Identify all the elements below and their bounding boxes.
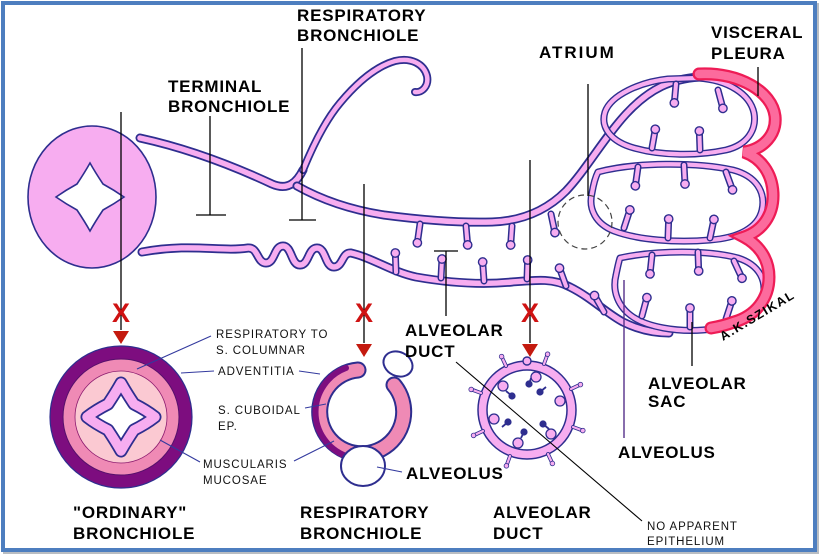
x-arrow-3: X <box>521 160 539 357</box>
adventitia-leader-right <box>298 370 321 375</box>
folded-epithelium-band <box>82 378 160 456</box>
label-atrium: ATRIUM <box>539 43 616 62</box>
svg-text:S. COLUMNAR: S. COLUMNAR <box>216 345 306 357</box>
alveolus-mid-leader <box>376 466 403 473</box>
svg-text:BRONCHIOLE: BRONCHIOLE <box>168 97 290 116</box>
label-s-cuboidal-ep: S. CUBOIDAL <box>218 405 301 417</box>
svg-text:EPITHELIUM: EPITHELIUM <box>647 536 725 548</box>
adventitia-leader-left <box>180 370 215 374</box>
pointer-lines <box>196 48 759 438</box>
terminal-bronchiole-pointer <box>196 116 226 216</box>
muscularis-leader-right <box>293 440 335 462</box>
cuboidal-ep-leader <box>304 403 327 409</box>
label-respiratory-bronchiole-top: RESPIRATORY <box>297 6 426 25</box>
bronchiole-lumen-star <box>54 161 126 233</box>
upper-wall <box>135 55 704 250</box>
svg-text:DUCT: DUCT <box>493 524 543 543</box>
label-muscularis-mucosae: MUSCULARIS <box>203 459 287 471</box>
duct-opening-nub <box>522 356 532 366</box>
muscularis-leader-left <box>159 439 201 463</box>
label-alveolar-sac: ALVEOLAR <box>648 374 747 393</box>
alveolus-outpocket <box>340 445 386 487</box>
label-adventitia: ADVENTITIA <box>218 366 295 378</box>
lower-wall <box>137 241 674 338</box>
septal-tip-curls <box>488 371 566 449</box>
terminal-bronchiole-head <box>27 125 157 269</box>
svg-text:EP.: EP. <box>218 421 238 433</box>
svg-text:DUCT: DUCT <box>405 342 455 361</box>
x-arrows: X X X <box>112 112 539 357</box>
label-terminal-bronchiole: TERMINAL <box>168 77 262 96</box>
x-marker: X <box>521 298 539 328</box>
cross-section-respiratory-bronchiole <box>311 350 414 487</box>
label-visceral-pleura: VISCERAL <box>711 23 803 42</box>
cross-section-ordinary-bronchiole <box>49 345 193 489</box>
svg-text:SAC: SAC <box>648 392 686 411</box>
label-respiratory-to-columnar: RESPIRATORY TO <box>216 329 328 341</box>
x-marker: X <box>112 298 130 328</box>
bare-septa-dots <box>501 377 550 439</box>
adventitia-rim <box>312 365 349 459</box>
leader-lines <box>136 335 643 522</box>
label-ordinary-bronchiole: "ORDINARY" <box>73 503 187 522</box>
x-arrow-2: X <box>355 184 373 357</box>
label-alveolus-right: ALVEOLUS <box>618 443 716 462</box>
respiratory-to-columnar-leader <box>136 335 212 370</box>
label-alveolar-duct-mid: ALVEOLAR <box>405 321 504 340</box>
x-arrow-1: X <box>112 112 130 344</box>
cross-section-alveolar-duct <box>466 349 588 471</box>
main-airway-structure <box>27 55 782 338</box>
x-marker: X <box>355 298 373 328</box>
label-no-apparent-epithelium: NO APPARENT <box>647 521 738 533</box>
label-alveolus-mid: ALVEOLUS <box>406 464 504 483</box>
svg-text:PLEURA: PLEURA <box>711 44 786 63</box>
small-alveolus-outpocket <box>382 350 414 378</box>
svg-text:BRONCHIOLE: BRONCHIOLE <box>300 524 422 543</box>
no-apparent-epithelium-leader <box>455 361 643 522</box>
alveolar-sac-lobes <box>587 74 768 334</box>
visceral-pleura-band <box>692 67 782 335</box>
svg-text:MUCOSAE: MUCOSAE <box>203 475 267 487</box>
alveolar-duct-mid-pointer <box>434 250 458 316</box>
svg-text:BRONCHIOLE: BRONCHIOLE <box>73 524 195 543</box>
atrium-space-circle <box>557 194 613 250</box>
labels: RESPIRATORY BRONCHIOLE TERMINAL BRONCHIO… <box>73 6 803 548</box>
respiratory-bronchiole-pointer <box>289 48 316 221</box>
label-respiratory-bronchiole-bottom: RESPIRATORY <box>300 503 429 522</box>
svg-text:BRONCHIOLE: BRONCHIOLE <box>297 26 419 45</box>
label-alveolar-duct-bottom: ALVEOLAR <box>493 503 592 522</box>
